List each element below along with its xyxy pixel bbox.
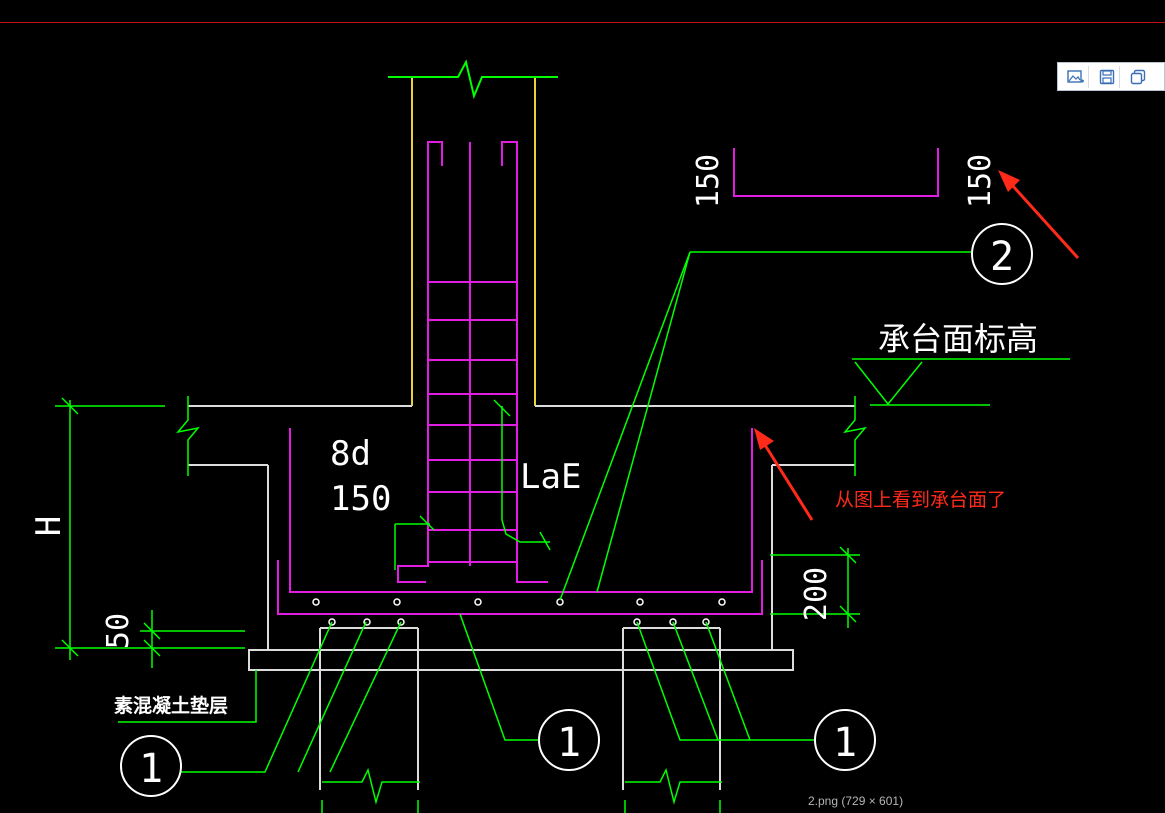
dimension-lines — [55, 251, 1070, 773]
annotation-arrows — [754, 170, 1080, 521]
dim-50: 50 — [101, 613, 136, 649]
callout-1-right: 1 — [814, 709, 876, 771]
plain-concrete-cushion-label: 素混凝土垫层 — [114, 694, 228, 717]
copy-icon — [1130, 69, 1146, 84]
annotation-text: 从图上看到承台面了 — [835, 489, 1007, 511]
rebar-detail-2 — [733, 148, 939, 197]
image-edit-icon — [1067, 69, 1084, 83]
image-caption: 2.png (729 × 601) — [808, 794, 904, 808]
callout-2: 2 — [971, 223, 1033, 285]
svg-text:1: 1 — [557, 720, 581, 766]
dim-h: H — [29, 516, 69, 536]
pile-cap-outline — [188, 405, 855, 790]
cap-break-symbols — [176, 396, 867, 813]
column-outline — [411, 78, 536, 406]
save-icon — [1099, 69, 1115, 84]
copy-button[interactable] — [1126, 66, 1150, 88]
dim-200: 200 — [799, 567, 834, 621]
image-viewer-toolbar — [1057, 62, 1165, 91]
dim-150-right: 150 — [963, 154, 998, 208]
cap-bottom-rebar — [277, 428, 763, 615]
callout-1-left: 1 — [120, 735, 182, 797]
svg-text:1: 1 — [833, 720, 857, 766]
top-rule — [0, 22, 1165, 23]
label-lae: LaE — [520, 457, 581, 497]
save-button[interactable] — [1095, 65, 1120, 88]
label-8d: 8d — [330, 434, 371, 474]
svg-text:2: 2 — [990, 234, 1014, 280]
column-break-symbol — [388, 59, 558, 100]
dim-150-left: 150 — [691, 154, 726, 208]
column-rebar-cage — [397, 141, 548, 583]
rebar-dots — [312, 598, 726, 626]
callout-1-middle: 1 — [538, 709, 600, 771]
svg-text:1: 1 — [139, 746, 163, 792]
cap-top-elevation-label: 承台面标高 — [878, 320, 1038, 358]
image-edit-button[interactable] — [1064, 65, 1089, 88]
label-150: 150 — [330, 479, 391, 519]
